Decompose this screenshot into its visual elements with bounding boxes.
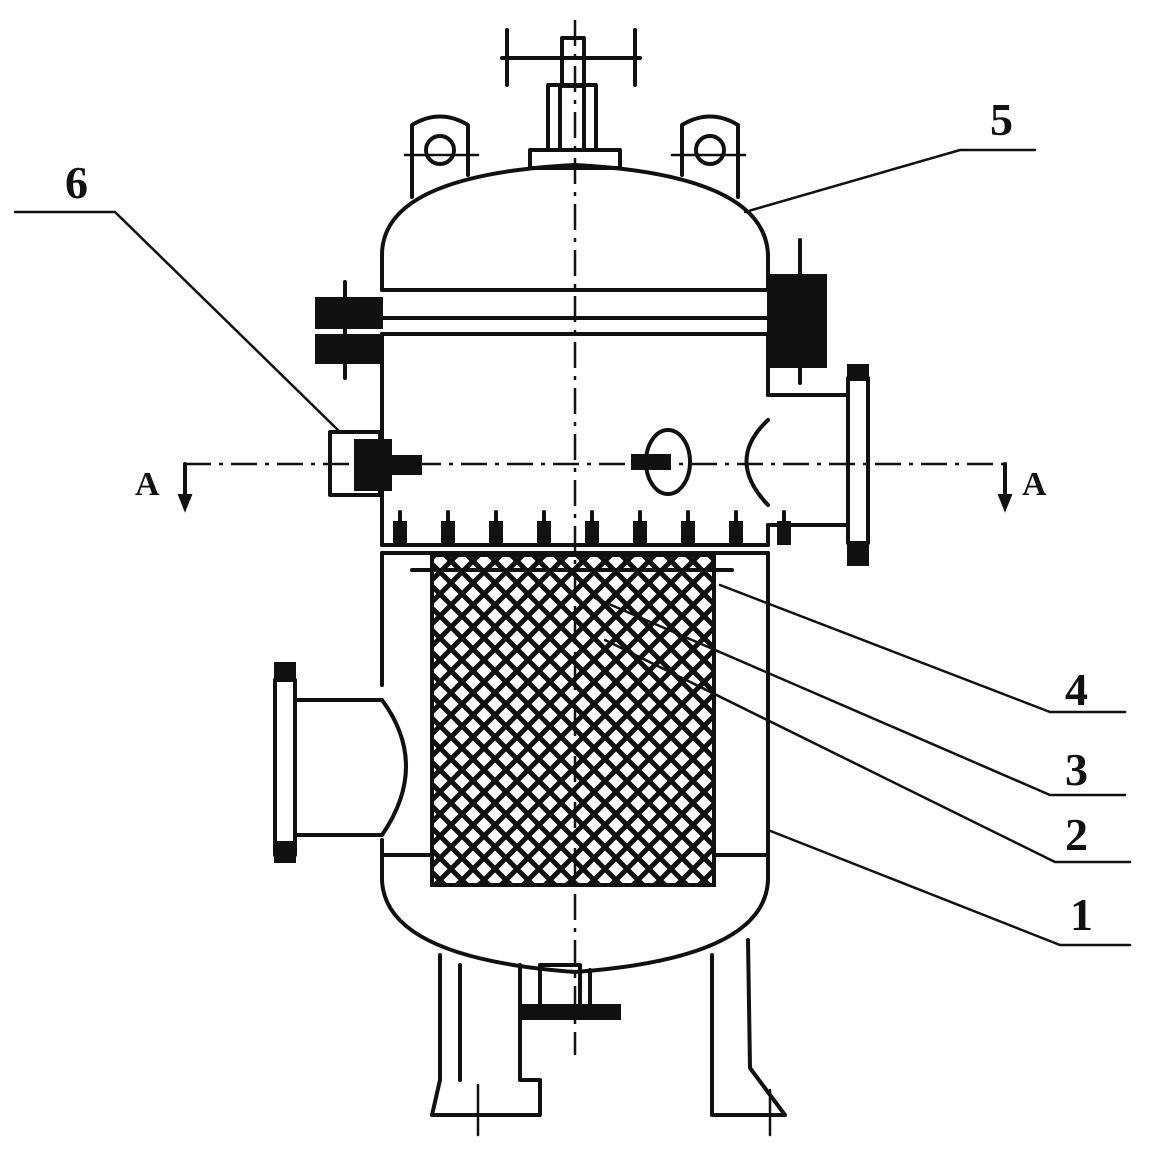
section-mark-right: A [1022, 466, 1047, 503]
callout-4: 4 [1065, 664, 1088, 715]
tube-sheet-stud [489, 521, 503, 545]
tube-sheet-stud [633, 521, 647, 545]
sight-glass [631, 428, 692, 496]
callout-labels: 5 6 4 3 2 1 [65, 94, 1093, 940]
bottom-drain-nozzle [519, 963, 621, 1020]
body-flange-bolts [315, 238, 827, 385]
tube-sheet-studs [393, 510, 791, 545]
tube-sheet-stud [537, 521, 551, 545]
outlet-nozzle-right [744, 364, 870, 566]
callout-2: 2 [1065, 809, 1088, 860]
leader-lines [13, 148, 1132, 947]
tube-sheet-stud [441, 521, 455, 545]
filter-element [410, 553, 734, 887]
inlet-nozzle-left [273, 662, 408, 863]
section-mark-left: A [135, 466, 160, 503]
section-line-a-a: A A [135, 462, 1047, 513]
tube-sheet-stud [585, 521, 599, 545]
callout-1: 1 [1070, 889, 1093, 940]
callout-5: 5 [990, 94, 1013, 145]
tube-sheet-stud [393, 521, 407, 545]
callout-6: 6 [65, 157, 88, 208]
support-legs [430, 938, 787, 1137]
tube-sheet-stud [729, 521, 743, 545]
top-handwheel-valve [500, 28, 642, 170]
tube-sheet-stud [681, 521, 695, 545]
lifting-lugs [403, 114, 747, 199]
tube-sheet-stud [777, 521, 791, 545]
callout-3: 3 [1065, 744, 1088, 795]
